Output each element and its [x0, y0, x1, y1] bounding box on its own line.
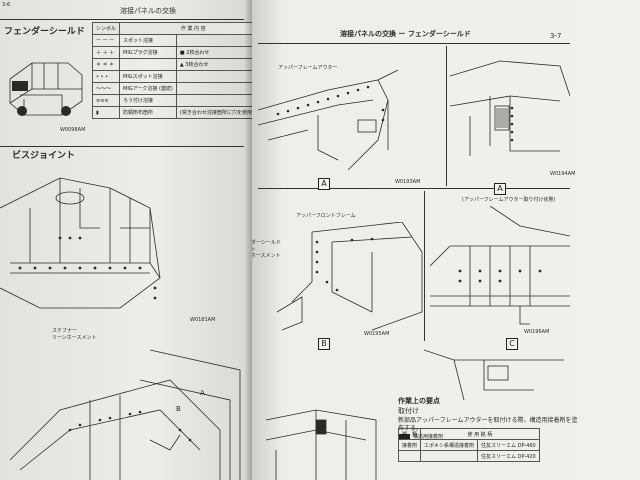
- notes-subheading: 取付け: [398, 407, 419, 415]
- callout-stiffener: ステフナー リーンホースメント: [52, 328, 97, 341]
- view-label-a-2: A: [494, 183, 506, 195]
- figure-code-w0195am: W0195AM: [364, 331, 390, 337]
- right-running-title: 溶接パネルの交換 ー フェンダーシールド: [340, 30, 471, 38]
- notes-body-1: 新部品アッパーフレームアウターを取付ける際、構造用接着剤を塗: [398, 417, 578, 424]
- view-label-a-1: A: [318, 178, 330, 190]
- left-corner-number: 3-6: [2, 2, 11, 8]
- materials-header-brand: 使 用 銘 柄: [420, 428, 540, 440]
- legend-row: ＊ ＊ ＊▲ 3枚合わせ: [91, 58, 252, 71]
- figure-code-2: W0181AM: [190, 317, 216, 323]
- legend-row: ≡≡≡ろう付け溶接: [91, 94, 252, 107]
- fender-shield-diagram: [0, 177, 161, 309]
- view-label-b: B: [318, 338, 330, 350]
- left-page: 3-6 溶接パネルの交換 フェンダーシールド W0098AM シンボル 作 業 …: [0, 0, 252, 480]
- figure-code-w0194am: W0194AM: [550, 171, 576, 177]
- right-page: 溶接パネルの交換 ー フェンダーシールド 3-7 アッパーフレームアウター A …: [252, 0, 640, 480]
- figure-code-w0193am: W0193AM: [395, 179, 421, 185]
- legend-header-symbol: シンボル: [91, 22, 121, 35]
- figure-front-frame: [276, 222, 423, 331]
- welding-legend-table: シンボル 作 業 内 容 ー ー ースポット溶接 ＋ ＋ ＋MIGプラグ溶接■ …: [91, 22, 252, 119]
- view-label-c: C: [506, 338, 518, 350]
- legend-row: ー ー ースポット溶接: [91, 34, 252, 47]
- adhesive-materials-table: 種 類 使 用 銘 柄 接着剤 エポキシ系構造接着剤 住友スリーエム DP-46…: [397, 428, 540, 462]
- materials-header-type: 種 類: [397, 428, 422, 440]
- car-body-thumbnail: [9, 62, 83, 116]
- figure-view-a-detail: [430, 206, 570, 325]
- legend-row: • • •MIGスポット溶接: [91, 70, 252, 83]
- left-section-title: フェンダーシールド: [4, 27, 85, 37]
- figure-code-w0196am: W0196AM: [524, 329, 550, 335]
- figure-code-1: W0098AM: [60, 127, 86, 133]
- callout-b: B: [176, 405, 181, 413]
- lower-detail-diagram: [9, 349, 241, 480]
- figure-view-c-detail: [424, 349, 564, 401]
- legend-row: ～～～MIGアーク溶接 (連続): [91, 82, 252, 95]
- subsection-title: ビスジョイント: [12, 151, 76, 161]
- figure-upper-frame-detail: [450, 60, 570, 156]
- legend-row: ＋ ＋ ＋MIGプラグ溶接■ 2枚合わせ: [91, 46, 252, 59]
- legend-row: ▮防錆剤布箇所(突き合わせ溶接箇所に穴を使用し...): [91, 106, 252, 119]
- label-fender-shield-reinforcement: フェンダーシールド フロント リーンホースメント: [252, 240, 281, 259]
- label-upper-frame-outer: アッパーフレームアウター: [278, 65, 338, 71]
- callout-a: A: [200, 389, 205, 397]
- label-upper-front-frame: アッパーフロントフレーム: [296, 213, 356, 219]
- figure-view-b-detail: [265, 409, 377, 480]
- notes-heading: 作業上の要点: [398, 397, 440, 405]
- legend-header-work: 作 業 内 容: [119, 22, 252, 35]
- materials-row: 住友スリーエム DP-420: [397, 450, 540, 462]
- left-running-title: 溶接パネルの交換: [120, 7, 176, 15]
- figure-upper-frame-outer: [258, 70, 399, 171]
- materials-row: 接着剤 エポキシ系構造接着剤 住友スリーエム DP-460: [397, 439, 540, 451]
- page-number: 3-7: [550, 32, 562, 40]
- label-upper-frame-detail: (アッパーフレームアウター取り付け状態): [462, 197, 556, 203]
